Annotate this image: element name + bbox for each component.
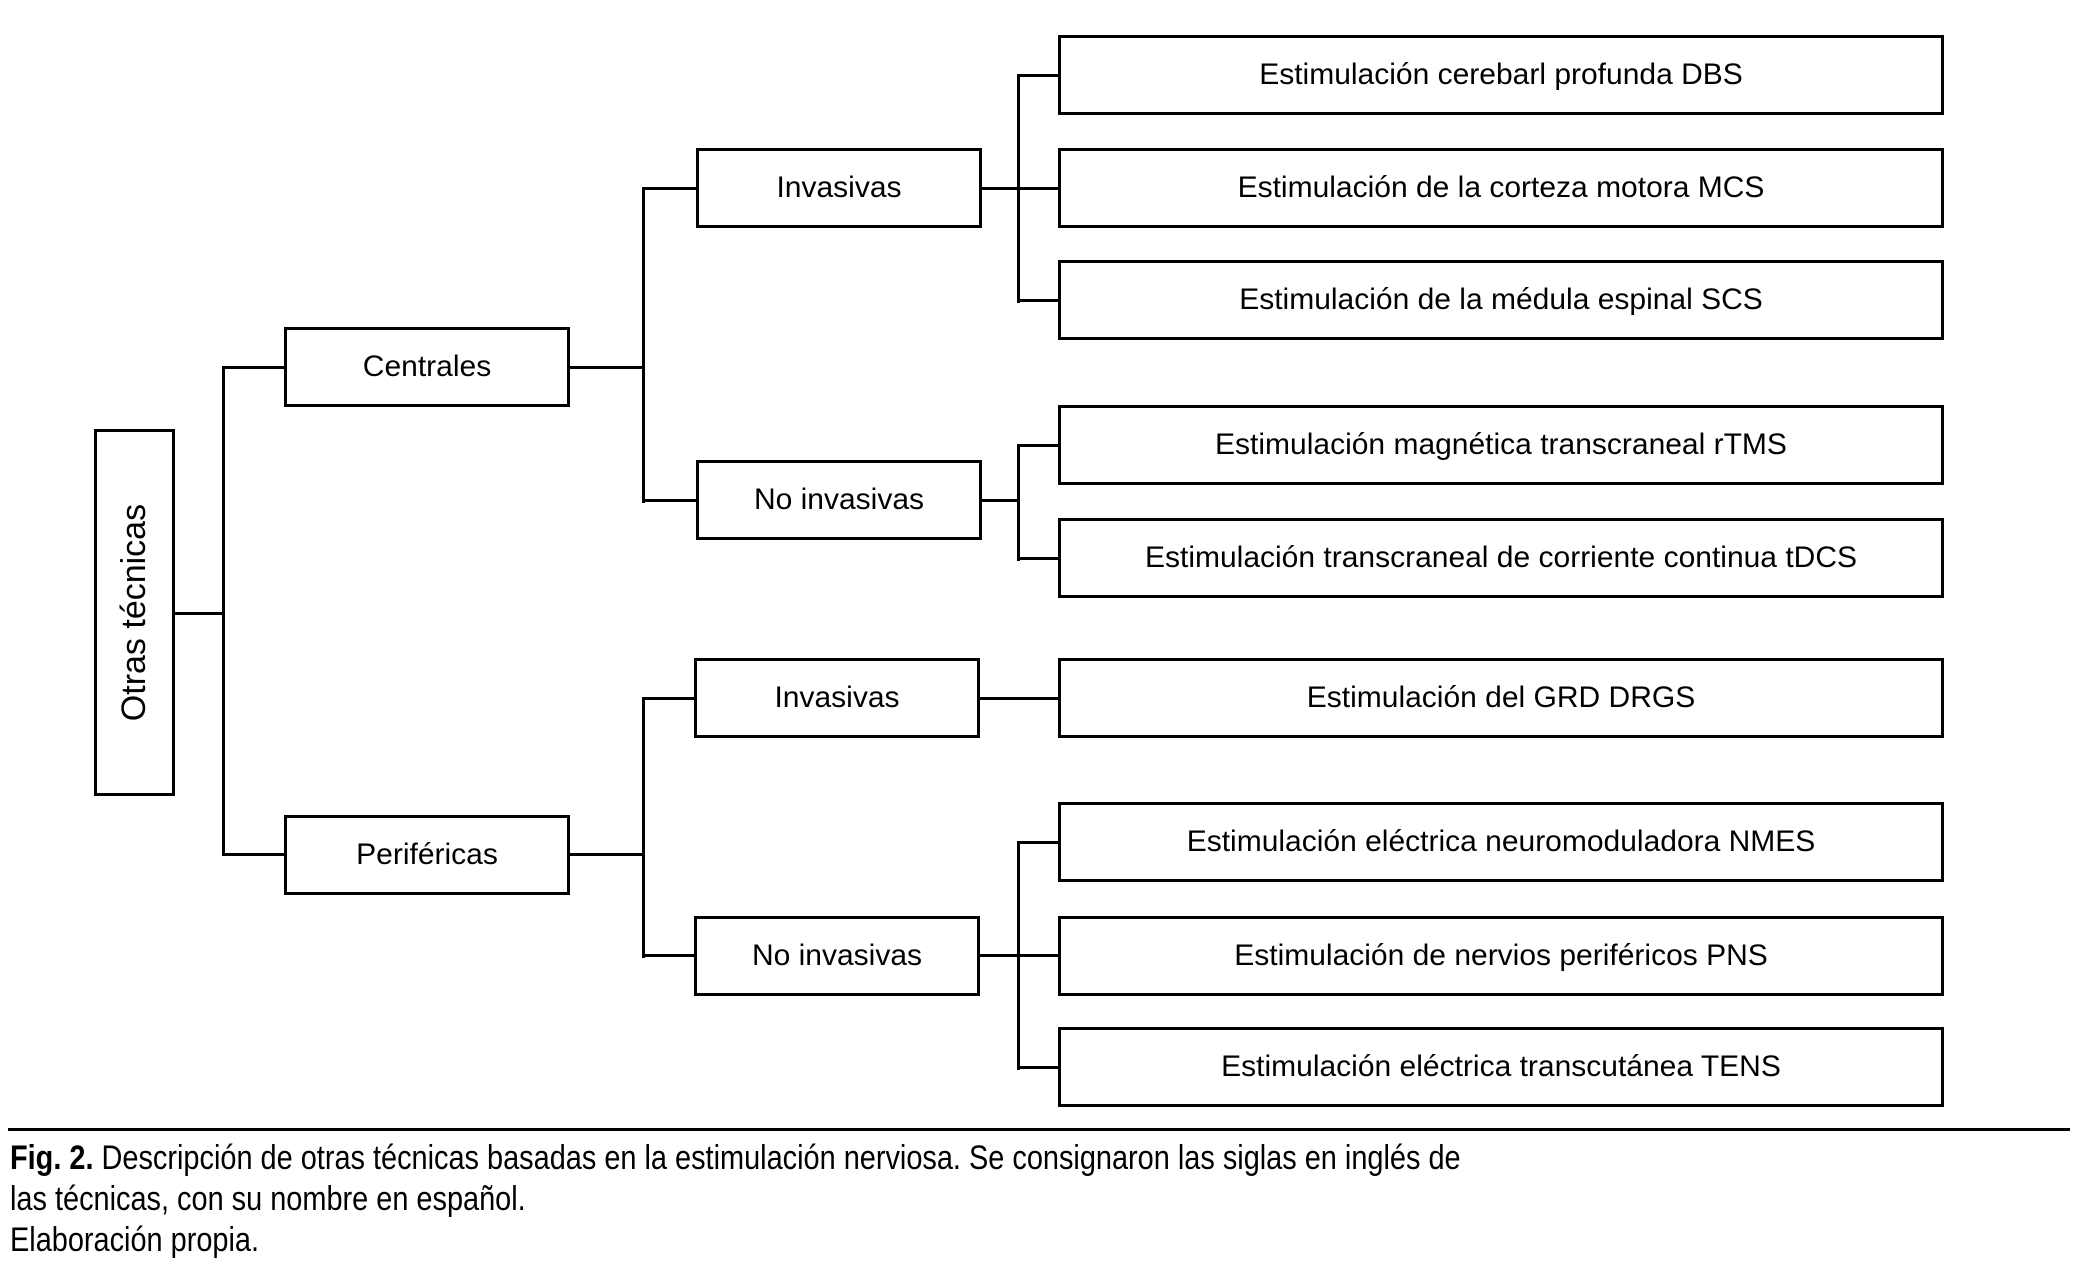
connector-line [568, 853, 645, 856]
leaf-mcs: Estimulación de la corteza motora MCS [1058, 148, 1944, 228]
node-centrales-invasivas: Invasivas [696, 148, 982, 228]
caption-line-3: Elaboración propia. [10, 1221, 260, 1259]
leaf-nmes: Estimulación eléctrica neuromoduladora N… [1058, 802, 1944, 882]
node-perifericas-no-invasivas-label: No invasivas [751, 938, 923, 972]
connector-line [568, 366, 645, 369]
connector-line [1017, 299, 1060, 302]
node-centrales-invasivas-label: Invasivas [776, 170, 902, 204]
node-centrales-label: Centrales [362, 349, 492, 383]
node-perifericas: Periféricas [284, 815, 570, 895]
connector-line [642, 697, 645, 958]
leaf-tens-label: Estimulación eléctrica transcutánea TENS [1221, 1049, 1781, 1083]
node-perifericas-invasivas: Invasivas [694, 658, 980, 738]
leaf-drgs-label: Estimulación del GRD DRGS [1306, 680, 1696, 714]
caption-line-1: Fig. 2. Descripción de otras técnicas ba… [10, 1138, 2050, 1179]
caption-divider [8, 1128, 2070, 1131]
connector-line [977, 697, 1060, 700]
node-perifericas-invasivas-label: Invasivas [774, 680, 900, 714]
connector-line [642, 187, 698, 190]
connector-line [1017, 74, 1020, 303]
connector-line [642, 187, 645, 503]
leaf-scs: Estimulación de la médula espinal SCS [1058, 260, 1944, 340]
node-perifericas-no-invasivas: No invasivas [694, 916, 980, 996]
connector-line [222, 366, 286, 369]
leaf-rtms-label: Estimulación magnética transcraneal rTMS [1215, 427, 1787, 461]
connector-line [222, 853, 286, 856]
node-otras-tecnicas: Otras técnicas [94, 429, 175, 796]
connector-line [642, 499, 698, 502]
node-otras-tecnicas-label: Otras técnicas [114, 503, 153, 722]
leaf-dbs-label: Estimulación cerebarl profunda DBS [1259, 57, 1743, 91]
connector-line [222, 366, 225, 856]
connector-line [1017, 74, 1060, 77]
leaf-dbs: Estimulación cerebarl profunda DBS [1058, 35, 1944, 115]
leaf-tdcs-label: Estimulación transcraneal de corriente c… [1144, 540, 1858, 574]
figure-caption: Fig. 2. Descripción de otras técnicas ba… [10, 1138, 2050, 1261]
connector-line [979, 499, 1020, 502]
leaf-rtms: Estimulación magnética transcraneal rTMS [1058, 405, 1944, 485]
leaf-tens: Estimulación eléctrica transcutánea TENS [1058, 1027, 1944, 1107]
node-centrales-no-invasivas-label: No invasivas [753, 482, 925, 516]
connector-line [642, 697, 696, 700]
caption-line-1-text: Descripción de otras técnicas basadas en… [101, 1139, 1461, 1177]
connector-line [1017, 444, 1060, 447]
leaf-mcs-label: Estimulación de la corteza motora MCS [1237, 170, 1765, 204]
leaf-drgs: Estimulación del GRD DRGS [1058, 658, 1944, 738]
connector-line [1017, 841, 1020, 1070]
caption-line-2: las técnicas, con su nombre en español. [10, 1180, 526, 1218]
leaf-tdcs: Estimulación transcraneal de corriente c… [1058, 518, 1944, 598]
node-centrales-no-invasivas: No invasivas [696, 460, 982, 540]
connector-line [1017, 841, 1060, 844]
figure-number-label: Fig. 2. [10, 1139, 94, 1177]
connector-line [1017, 557, 1060, 560]
connector-line [642, 954, 696, 957]
leaf-scs-label: Estimulación de la médula espinal SCS [1239, 282, 1763, 316]
leaf-pns: Estimulación de nervios periféricos PNS [1058, 916, 1944, 996]
node-centrales: Centrales [284, 327, 570, 407]
connector-line [1017, 1066, 1060, 1069]
connector-line [1017, 444, 1020, 561]
leaf-nmes-label: Estimulación eléctrica neuromoduladora N… [1186, 824, 1816, 858]
leaf-pns-label: Estimulación de nervios periféricos PNS [1234, 938, 1768, 972]
connector-line [175, 612, 225, 615]
node-perifericas-label: Periféricas [356, 837, 498, 871]
